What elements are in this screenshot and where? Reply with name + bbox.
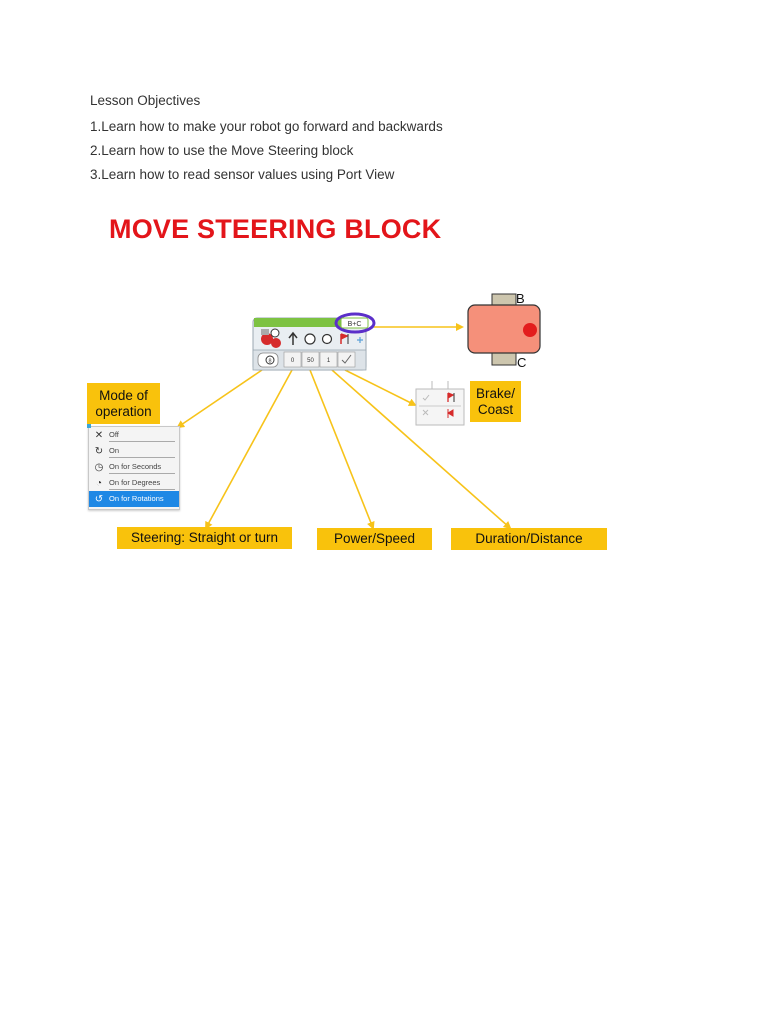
mode-option-label: On for Degrees [109, 477, 175, 490]
mode-option-label: On for Rotations [109, 494, 164, 503]
port-highlight-ring [334, 312, 376, 334]
x-icon: ✕ [94, 429, 104, 441]
move-steering-title: MOVE STEERING BLOCK [109, 214, 442, 244]
x-icon [422, 409, 429, 416]
move-steering-block: B+C 8 0 50 1 [252, 312, 376, 371]
power-speed-label: Power/Speed [317, 528, 432, 550]
brake-flag-icon [340, 333, 349, 344]
block-green-bar [254, 318, 365, 327]
robot-diagram: B C [467, 291, 541, 370]
mode-option-seconds[interactable]: ◷ On for Seconds [89, 459, 179, 475]
mode-option-rotations[interactable]: ↺ On for Rotations [89, 491, 179, 507]
arrow-to-mode [176, 369, 263, 429]
robot-body [467, 304, 541, 354]
mode-menu: ✕ Off ↻ On ◷ On for Seconds ◔ On for Deg… [88, 426, 180, 510]
objective-1: 1.Learn how to make your robot go forwar… [90, 119, 443, 134]
menu-indicator [87, 424, 91, 428]
arrow-to-power [309, 369, 375, 530]
arrow-to-duration [331, 369, 512, 530]
brake-input [337, 351, 356, 368]
duration-distance-label: Duration/Distance [451, 528, 607, 550]
duration-input [319, 351, 338, 368]
steering-input [283, 351, 302, 368]
arrow-to-brake [344, 369, 417, 406]
connector-plug-icon [357, 337, 363, 343]
timer-icon: ◷ [94, 461, 104, 473]
lesson-objectives-heading: Lesson Objectives [90, 93, 201, 108]
objective-2: 2.Learn how to use the Move Steering blo… [90, 143, 354, 158]
check-icon [422, 394, 430, 401]
on-icon: ↻ [94, 445, 104, 457]
brake-coast-label: Brake/ Coast [470, 381, 521, 422]
rotations-icon: ↺ [94, 493, 104, 505]
power-input [301, 351, 320, 368]
brake-icon [447, 392, 455, 402]
mode-selector [257, 352, 279, 368]
pointer-arrows [176, 323, 512, 530]
mode-option-label: On for Seconds [109, 461, 175, 474]
mode-option-degrees[interactable]: ◔ On for Degrees [89, 475, 179, 491]
mode-option-label: On [109, 445, 175, 458]
mode-option-on[interactable]: ↻ On [89, 443, 179, 459]
power-value: 50 [307, 358, 314, 364]
degrees-icon: ◔ [95, 477, 103, 489]
steering-value: 0 [291, 358, 295, 364]
robot-port-b: B [516, 291, 525, 306]
mode-of-operation-label: Mode of operation [87, 383, 160, 424]
steering-label: Steering: Straight or turn [117, 527, 292, 549]
robot-port-c: C [517, 355, 526, 370]
wheel-c [491, 352, 517, 366]
mode-badge: 8 [268, 359, 271, 365]
wheels-icon [261, 329, 281, 348]
arrow-to-steering [205, 369, 293, 530]
steering-icon [270, 328, 280, 338]
check-icon [341, 354, 352, 364]
duration-value: 1 [327, 358, 331, 364]
port-label: B+C [348, 321, 362, 328]
objective-3: 3.Learn how to read sensor values using … [90, 167, 395, 182]
up-arrow-icon [288, 331, 298, 345]
wheel-b [491, 293, 517, 307]
power-gauge-icon [304, 333, 316, 345]
rotation-icon [321, 333, 333, 345]
coast-icon [447, 409, 454, 418]
mode-option-off[interactable]: ✕ Off [89, 427, 179, 443]
mode-option-label: Off [109, 429, 175, 442]
robot-front-marker [523, 323, 537, 337]
brake-coast-panel [415, 381, 465, 426]
